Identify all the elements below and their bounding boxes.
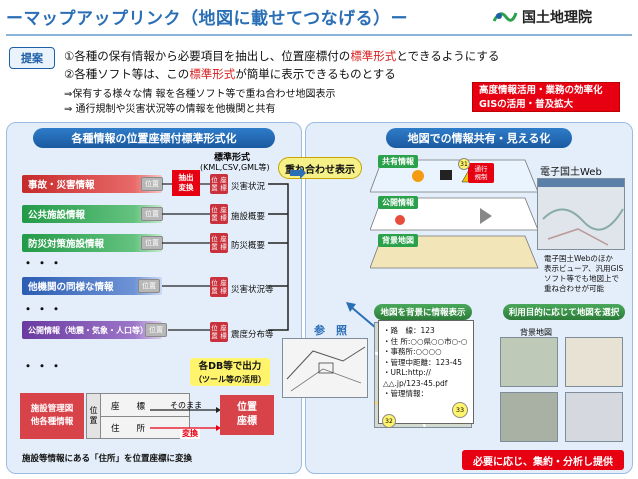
proposal-tag: 提案 bbox=[9, 47, 55, 69]
category-disaster-prevention: 防災対策施設情報 bbox=[22, 234, 162, 252]
db-output-note: 各DB等で出力（ツール等の活用） bbox=[190, 358, 270, 386]
coord-cell: 座 標 bbox=[111, 402, 146, 412]
category-incident: 事故・災害情報 bbox=[22, 175, 162, 193]
viewer-note: 電子国土Webのほか 表示ビューア、汎用GIS ソフト等でも地図上で 重ね合わせ… bbox=[544, 254, 624, 293]
address-table: 位置 座 標 住 所 bbox=[86, 393, 190, 439]
title-rule bbox=[6, 34, 632, 36]
output-seismic: 震度分布等 bbox=[231, 330, 274, 340]
gsi-logo: 国土地理院 bbox=[492, 6, 632, 28]
denshi-kokudo-screenshot bbox=[537, 178, 625, 250]
convert-label: 変換 bbox=[180, 428, 200, 439]
extract-convert-badge: 抽出変換 bbox=[172, 170, 200, 196]
coord-chip: 位置座標 bbox=[210, 277, 228, 297]
proposal-sub-1: ⇒保有する様々な情 報を各種ソフト等で重ね合わせ地図表示 bbox=[64, 89, 336, 100]
traffic-restriction-chip: 通行 規制 bbox=[468, 163, 494, 183]
category-other-agency: 他機関の同様な情報 bbox=[22, 277, 162, 295]
output-disaster: 災害状況 bbox=[231, 182, 266, 192]
position-coordinates-box: 位置座標 bbox=[220, 395, 274, 435]
category-public-facility: 公共施設情報 bbox=[22, 205, 162, 223]
standard-format-list: (KML,CSV,GML等) bbox=[200, 163, 270, 172]
select-map-by-purpose-button: 利用目的に応じて地図を選択 bbox=[503, 304, 625, 320]
position-chip: 位置 bbox=[145, 323, 167, 337]
address-cell: 住 所 bbox=[111, 424, 146, 434]
output-prevention: 防災概要 bbox=[231, 241, 266, 251]
proposal-line-2: ②各種ソフト等は、この標準形式が簡単に表示できるものとする bbox=[64, 67, 396, 81]
position-chip: 位置 bbox=[138, 279, 160, 293]
output-other: 災害状況等 bbox=[231, 285, 274, 295]
page-title: ーマップアップリンク（地図に載せてつなげる）ー bbox=[6, 9, 409, 29]
facility-info-box: 施設管理図他各種情報 bbox=[20, 393, 84, 439]
category-open-data: 公開情報（地震・気象・人口等） bbox=[22, 321, 162, 339]
right-panel-heading: 地図での情報共有・見える化 bbox=[386, 128, 572, 148]
address-conversion-note: 施設等情報にある「住所」を位置座標に変換 bbox=[22, 454, 193, 464]
output-facility: 施設概要 bbox=[231, 212, 266, 222]
map-marker-33: 33 bbox=[452, 402, 468, 418]
map-option-2 bbox=[565, 337, 623, 387]
gsi-logo-text: 国土地理院 bbox=[522, 10, 592, 26]
aggregate-analyze-banner: 必要に応じ、集約・分析し提供 bbox=[462, 450, 624, 470]
connector-lines bbox=[162, 183, 289, 331]
denshi-kokudo-label: 電子国土Web bbox=[540, 167, 602, 178]
layer-shared: 共有情報 bbox=[378, 155, 418, 168]
layer-background: 背景地図 bbox=[378, 234, 418, 247]
conversion-arrows bbox=[150, 407, 221, 431]
arrow-right-icon bbox=[290, 167, 306, 179]
reference-label: 参 照 bbox=[314, 324, 347, 337]
coord-chip: 位置座標 bbox=[210, 233, 228, 253]
facility-drawing-thumbnail bbox=[282, 338, 368, 398]
coord-chip: 位置座標 bbox=[210, 174, 228, 194]
left-panel-heading: 各種情報の位置座標付標準形式化 bbox=[33, 128, 275, 148]
map-option-4 bbox=[565, 392, 623, 442]
layer-stack-illustration bbox=[370, 159, 539, 269]
position-vertical-label: 位置 bbox=[87, 394, 101, 438]
benefit-box: 高度情報活用・業務の効率化 GISの活用・普及拡大 bbox=[472, 82, 620, 112]
ellipsis: ・・・ bbox=[22, 256, 65, 270]
ellipsis: ・・・ bbox=[22, 359, 65, 373]
gsi-logo-icon bbox=[492, 7, 518, 27]
reference-arrow-icon bbox=[346, 302, 377, 329]
map-marker-32: 32 bbox=[382, 414, 396, 428]
info-popup: ・路 線：123 ・住 所:○○県○○市○-○ ・事務所:○○○○ ・管理中距離… bbox=[378, 320, 474, 424]
coord-chip: 位置座標 bbox=[210, 322, 228, 342]
background-map-label: 背景地図 bbox=[520, 328, 552, 337]
asis-label: そのまま bbox=[170, 401, 202, 410]
ellipsis: ・・・ bbox=[22, 302, 65, 316]
standard-format-label: 標準形式 bbox=[214, 153, 251, 163]
map-option-3 bbox=[500, 392, 558, 442]
coord-chip: 位置座標 bbox=[210, 204, 228, 224]
proposal-line-1: ①各種の保有情報から必要項目を抽出し、位置座標付の標準形式とできるようにする bbox=[64, 49, 500, 63]
layer-public: 公開情報 bbox=[378, 196, 418, 209]
bg-map-display-button: 地図を背景に情報表示 bbox=[374, 304, 472, 320]
proposal-sub-2: ⇒ 通行規制や災害状況等の情報を他機関と共有 bbox=[64, 104, 276, 115]
map-marker-31: 31 bbox=[458, 158, 470, 170]
map-option-1 bbox=[500, 337, 558, 387]
